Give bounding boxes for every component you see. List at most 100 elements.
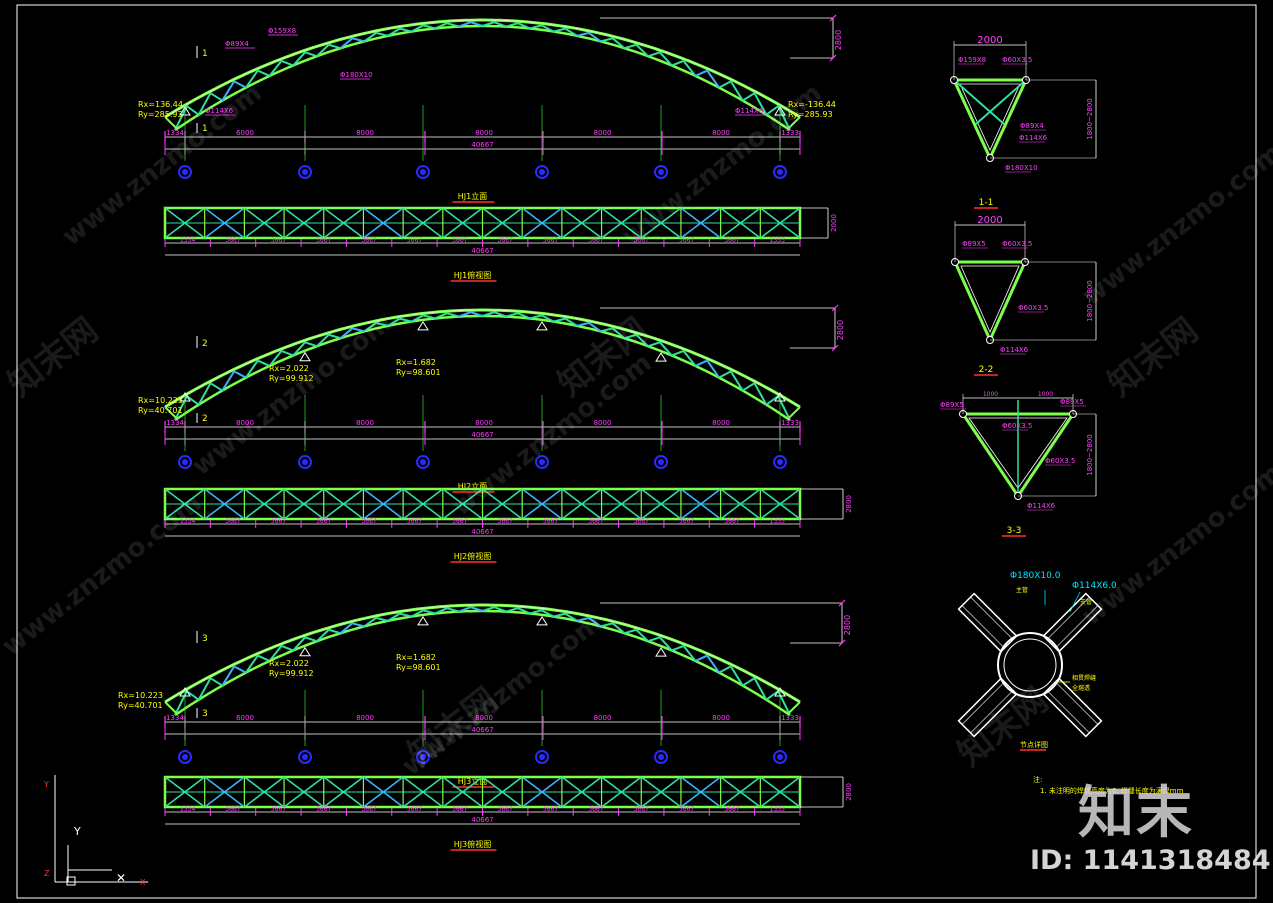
drawing-border bbox=[16, 4, 1257, 899]
web-diagonal bbox=[635, 629, 649, 642]
plan-dim-label: 3667 bbox=[588, 237, 603, 244]
section-member-label: Φ60X3.5 bbox=[1002, 240, 1032, 248]
section-mark-label: 1 bbox=[202, 124, 208, 134]
section-mark-label: 2 bbox=[202, 339, 208, 349]
plan-dim-label: 1333 bbox=[770, 518, 785, 525]
web-diagonal bbox=[576, 31, 590, 37]
note-line: 1. 未注明的焊缝高度为6, 焊缝长度为满焊mm bbox=[1040, 786, 1184, 795]
web-diagonal bbox=[470, 311, 483, 317]
plan-title: HJ1俯视图 bbox=[454, 270, 491, 280]
section-mark: 22 bbox=[196, 336, 208, 424]
plan-dim-label: 1334 bbox=[180, 237, 195, 244]
web-diagonal bbox=[458, 606, 472, 613]
plan-brace bbox=[759, 776, 801, 808]
plan-dim-label: 1333 bbox=[770, 806, 785, 813]
plan-brace bbox=[402, 488, 444, 520]
web-diagonal bbox=[458, 21, 472, 28]
web-diagonal bbox=[482, 606, 495, 612]
web-diagonal bbox=[671, 349, 684, 357]
web-diagonal bbox=[517, 312, 531, 320]
section-member-label: Φ60X3.5 bbox=[1002, 56, 1032, 64]
web-diagonal bbox=[197, 382, 212, 406]
web-diagonal bbox=[423, 609, 436, 615]
plan-brace bbox=[204, 776, 245, 808]
axis-bubble-fill bbox=[777, 169, 783, 175]
web-diagonal bbox=[411, 314, 424, 323]
web-diagonal bbox=[529, 24, 542, 30]
web-diagonal bbox=[363, 322, 377, 333]
plan-brace bbox=[204, 207, 245, 239]
plan-dim-label: 1334 bbox=[180, 806, 195, 813]
end-post bbox=[164, 406, 178, 420]
web-diagonal bbox=[482, 311, 495, 317]
web-diagonal bbox=[564, 612, 578, 622]
web-diagonal bbox=[186, 105, 200, 116]
web-diagonal bbox=[730, 665, 744, 687]
web-diagonal bbox=[304, 341, 318, 348]
bay-dim-label: 8000 bbox=[356, 129, 374, 137]
plan-brace bbox=[640, 488, 682, 520]
web-diagonal bbox=[647, 51, 661, 58]
web-diagonal bbox=[411, 24, 424, 33]
brand-logo: 知末 bbox=[1078, 781, 1194, 846]
web-diagonal bbox=[233, 80, 247, 89]
plan-brace bbox=[362, 207, 404, 239]
reaction-left-label: Rx=10.223 bbox=[118, 691, 163, 700]
plan-dim-label: 3667 bbox=[407, 237, 422, 244]
plan-dim-label: 3667 bbox=[452, 237, 467, 244]
axis-bubble-fill bbox=[182, 459, 188, 465]
web-diagonal bbox=[387, 317, 401, 327]
plan-dim-label: 3667 bbox=[588, 518, 603, 525]
plan-brace bbox=[323, 207, 364, 239]
plan-dim-label: 3667 bbox=[361, 806, 376, 813]
plan-title: HJ2俯视图 bbox=[454, 551, 491, 561]
plan-brace bbox=[561, 488, 603, 520]
web-diagonal bbox=[221, 80, 235, 102]
section-member-label: Φ180X10 bbox=[1005, 164, 1038, 172]
branch-inner bbox=[1046, 690, 1090, 734]
web-diagonal bbox=[245, 70, 259, 89]
web-diagonal bbox=[517, 607, 531, 615]
web-diagonal bbox=[611, 327, 626, 339]
elevation-title: HJ2立面 bbox=[458, 481, 487, 491]
web-diagonal bbox=[682, 350, 697, 367]
section-outline bbox=[952, 260, 1028, 344]
web-diagonal bbox=[564, 317, 578, 327]
plan-brace bbox=[601, 488, 642, 520]
plan-brace bbox=[521, 488, 563, 520]
plan-brace bbox=[243, 488, 285, 520]
plan-title: HJ3俯视图 bbox=[454, 839, 491, 849]
section-title: 1-1 bbox=[979, 198, 994, 208]
bay-dim-label: 8000 bbox=[475, 129, 493, 137]
web-diagonal bbox=[363, 617, 377, 628]
branch-inner bbox=[961, 605, 1005, 649]
section-member-label: Φ60X3.5 bbox=[1045, 457, 1075, 465]
end-post bbox=[787, 406, 801, 420]
plan-height-label: 2800 bbox=[845, 495, 853, 513]
plan-dim-label: 3667 bbox=[316, 237, 331, 244]
plan-total-label: 40667 bbox=[471, 247, 493, 255]
plan-dim-label: 3667 bbox=[271, 518, 286, 525]
web-diagonal bbox=[281, 59, 294, 67]
plan-dim-label: 3667 bbox=[407, 806, 422, 813]
axis-bubble-fill bbox=[539, 169, 545, 175]
section-member-label: Φ114X6 bbox=[1019, 134, 1048, 142]
web-diagonal bbox=[753, 382, 768, 406]
section-mark-label: 3 bbox=[202, 709, 208, 719]
bay-dim-label: 8000 bbox=[594, 419, 612, 427]
end-post bbox=[164, 701, 178, 715]
web-diagonal bbox=[493, 606, 507, 613]
axis-bubble-fill bbox=[777, 754, 783, 760]
branch-outline bbox=[957, 677, 1018, 738]
web-diagonal bbox=[694, 69, 708, 77]
web-diagonal bbox=[316, 44, 330, 57]
web-diagonal bbox=[375, 31, 389, 37]
web-diagonal bbox=[268, 645, 283, 662]
web-diagonal bbox=[363, 32, 377, 43]
plan-brace bbox=[402, 207, 444, 239]
web-diagonal bbox=[576, 321, 590, 327]
plan-dim-label: 3667 bbox=[225, 237, 240, 244]
